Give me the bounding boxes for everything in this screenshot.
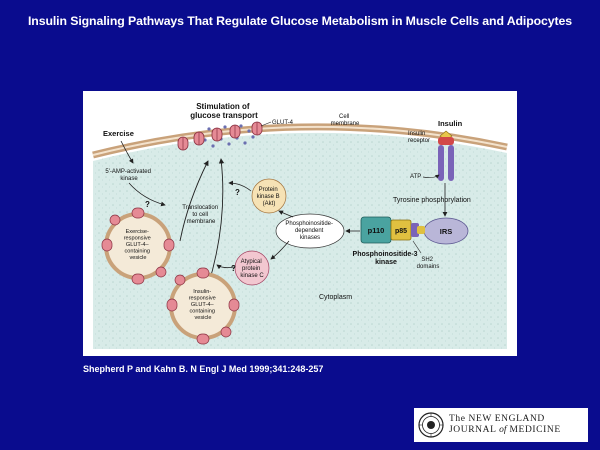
question-mark-1: ? xyxy=(145,200,150,209)
svg-text:Phosphoinositide- depend: Phosphoinositide- dependent kinases xyxy=(285,221,334,241)
signaling-diagram: Stimulation of glucose transport GLUT-4 … xyxy=(92,102,508,349)
figure-panel: Stimulation of glucose transport GLUT-4 … xyxy=(83,91,517,356)
membrane-glut4 xyxy=(177,121,263,151)
pi3k-complex: p110 p85 xyxy=(360,216,425,244)
slide-title: Insulin Signaling Pathways That Regulate… xyxy=(27,14,573,28)
question-mark-3: ? xyxy=(231,264,236,273)
stimulation-label: Stimulation of glucose transport xyxy=(190,102,258,120)
irs-node: IRS xyxy=(423,217,469,245)
svg-text:p85: p85 xyxy=(395,228,407,235)
cell-membrane-label: Cell membrane xyxy=(331,114,360,127)
nejm-seal-icon xyxy=(418,412,444,438)
pkc-node: Atypical protein kinase C xyxy=(234,250,270,286)
svg-text:Insulin- responsive: Insulin- responsive GLUT-4– containing v… xyxy=(189,289,218,321)
svg-text:Atypical protein k: Atypical protein kinase C xyxy=(240,259,264,279)
insulin-receptor-label: Insulin receptor xyxy=(408,131,430,144)
svg-text:p110: p110 xyxy=(368,226,385,235)
tyrosine-phosphorylation-label: Tyrosine phosphorylation xyxy=(393,197,471,204)
insulin-vesicle: Insulin- responsive GLUT-4– containing v… xyxy=(166,267,240,345)
svg-text:Exercise- responsive: Exercise- responsive GLUT-4– containing … xyxy=(124,229,153,261)
exercise-vesicle: Exercise- responsive GLUT-4– containing … xyxy=(101,207,175,285)
cytoplasm-label: Cytoplasm xyxy=(319,294,352,301)
insulin-label: Insulin xyxy=(438,119,463,128)
nejm-line2: JOURNAL of MEDICINE xyxy=(449,425,561,435)
citation: Shepherd P and Kahn B. N Engl J Med 1999… xyxy=(83,364,324,374)
nejm-wordmark: The NEW ENGLAND JOURNAL of MEDICINE xyxy=(449,414,561,436)
nejm-logo: The NEW ENGLAND JOURNAL of MEDICINE xyxy=(414,408,588,442)
nejm-line1: The NEW ENGLAND xyxy=(449,414,545,424)
sh2-domains-label: SH2 domains xyxy=(417,257,440,270)
exercise-label: Exercise xyxy=(103,129,134,138)
glut4-label: GLUT-4 xyxy=(272,120,294,126)
akt-node: Protein kinase B (Akt) xyxy=(251,178,287,214)
ampk-label: 5'-AMP-activated kinase xyxy=(105,169,152,182)
question-mark-2: ? xyxy=(235,188,240,197)
insulin-receptor xyxy=(438,130,454,181)
atp-label: ATP xyxy=(410,174,421,180)
translocation-label: Translocation to cell membrane xyxy=(182,205,219,225)
pdk-node: Phosphoinositide- dependent kinases xyxy=(275,213,345,249)
svg-text:Protein kinase B (: Protein kinase B (Akt) xyxy=(257,187,282,207)
svg-text:IRS: IRS xyxy=(440,227,453,236)
pi3k-label: Phosphoinositide-3 kinase xyxy=(353,251,420,266)
glucose-molecules xyxy=(199,124,255,148)
